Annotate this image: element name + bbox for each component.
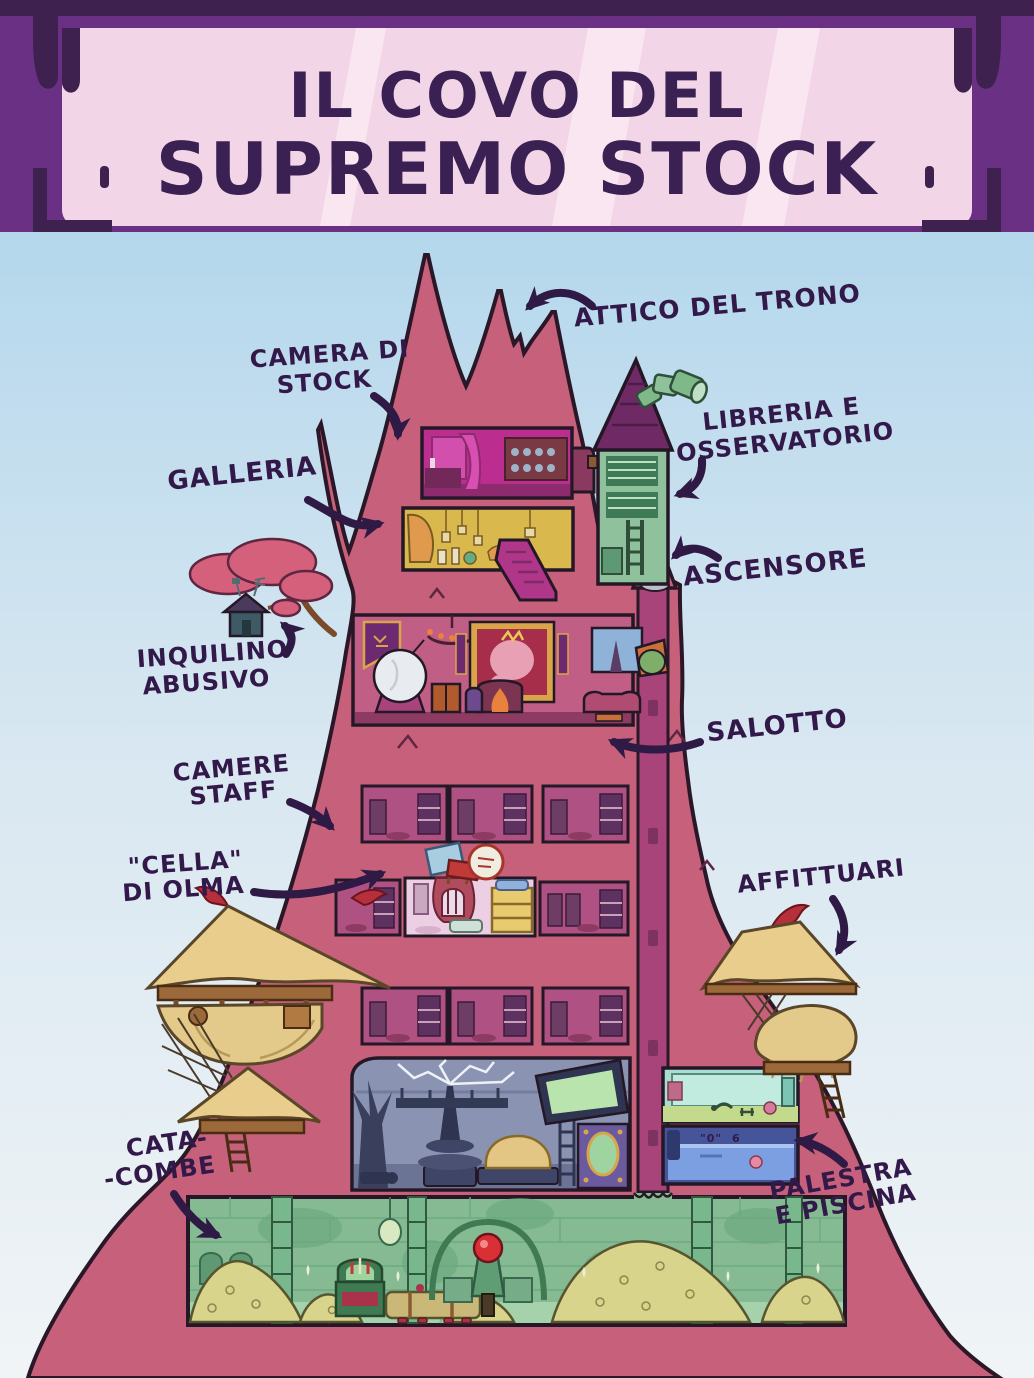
room-laboratory <box>350 1056 632 1192</box>
sign-stripes <box>320 28 820 226</box>
arrow-libreria <box>673 456 707 499</box>
room-cella-di-olma <box>403 876 537 938</box>
mirror-console <box>576 1122 630 1190</box>
projector <box>360 1172 390 1184</box>
label-camere-staff: CAMERE STAFF <box>172 749 335 831</box>
arrow-attico <box>525 286 596 311</box>
tent-canopy <box>143 904 391 991</box>
tree-foliage <box>188 537 334 618</box>
hanging-lamp <box>378 1218 402 1246</box>
gold-texture <box>207 1261 811 1315</box>
crystal-ball <box>372 639 428 714</box>
arrow-ascensore <box>670 535 722 562</box>
room-camera-di-stock <box>420 426 607 500</box>
room-piscina: "0" 6 <box>661 1124 800 1186</box>
arrow-galleria <box>304 496 385 539</box>
flag <box>193 885 230 908</box>
arrow-camera-di-stock <box>370 392 411 441</box>
ceiling-hole <box>634 1193 672 1203</box>
skull-shelf <box>511 448 555 472</box>
staff-room <box>541 784 630 844</box>
pool-depth-mark-0: "0" <box>700 1132 722 1145</box>
staff-room <box>448 986 534 1046</box>
pool-ball <box>749 1155 763 1169</box>
arrow-palestra <box>793 1132 848 1168</box>
ladder-rail <box>626 520 630 575</box>
wall-candles <box>306 1263 820 1282</box>
poster-title-line-2: SUPREMO STOCK <box>156 127 879 211</box>
lab-plant <box>352 1080 392 1188</box>
bookshelves <box>606 456 658 518</box>
arrow-cella <box>250 869 387 899</box>
title-sign <box>62 28 972 226</box>
rigging-net <box>161 1013 233 1101</box>
staff-rooms-row-1 <box>360 784 630 844</box>
staff-room <box>541 986 630 1046</box>
cella-signs <box>424 841 505 885</box>
svg-text:STOCK: STOCK <box>276 365 373 400</box>
staff-room <box>360 784 449 844</box>
lightning <box>397 1059 515 1086</box>
room-catacombe <box>186 1190 847 1327</box>
room-galleria <box>401 506 575 602</box>
shrine <box>334 1258 386 1318</box>
staff-room <box>360 986 449 1046</box>
hanging-relics <box>441 510 536 546</box>
fireplace <box>476 679 524 714</box>
telescope <box>635 369 708 409</box>
room-salotto <box>351 613 670 727</box>
ladder <box>224 1132 252 1173</box>
staff-rooms-row-2 <box>360 986 630 1046</box>
throne-idol <box>429 1218 547 1317</box>
olma-row <box>334 841 630 938</box>
treehouse <box>220 577 272 638</box>
label-inquilino-abusivo: INQUILINO ABUSIVO <box>136 621 306 700</box>
cabin-door <box>283 1005 311 1029</box>
gym-poster <box>667 1081 683 1101</box>
poster-title-line-1: IL COVO DEL <box>288 59 745 132</box>
tent-canopy <box>177 1066 321 1124</box>
tents-left <box>143 885 391 1173</box>
tesla-machine <box>396 1059 515 1187</box>
covered-cart <box>477 1134 559 1185</box>
barrel <box>188 1006 208 1026</box>
gold-piles <box>188 1240 846 1324</box>
lab-screen <box>534 1058 630 1126</box>
room-palestra <box>661 1066 800 1124</box>
arrow-catacombe <box>170 1190 223 1239</box>
frame-drips <box>33 16 1001 232</box>
flag <box>768 904 811 932</box>
trophy-head <box>634 638 670 678</box>
header-banner: IL COVO DEL SUPREMO STOCK <box>0 0 1034 232</box>
arch-door <box>464 686 484 714</box>
tents-right <box>699 904 861 1119</box>
arrow-inquilino <box>279 621 306 658</box>
arrow-affittuari <box>829 895 858 956</box>
exercise-ball <box>763 1101 777 1115</box>
elevator-shaft-doors <box>648 700 658 1146</box>
round-tent <box>753 1004 858 1069</box>
staff-room <box>448 784 534 844</box>
couch <box>582 690 642 714</box>
squatter-treehouse <box>188 537 337 638</box>
library-observatory-tower <box>591 355 708 586</box>
arrow-camere-staff <box>286 798 335 831</box>
staff-room <box>538 880 630 937</box>
pool-door <box>667 1130 680 1160</box>
pool-depth-mark-6: 6 <box>732 1132 741 1145</box>
ladder <box>816 1073 846 1119</box>
flag <box>350 888 389 907</box>
arrow-salotto <box>607 738 704 759</box>
rope-lattice <box>741 993 787 1035</box>
